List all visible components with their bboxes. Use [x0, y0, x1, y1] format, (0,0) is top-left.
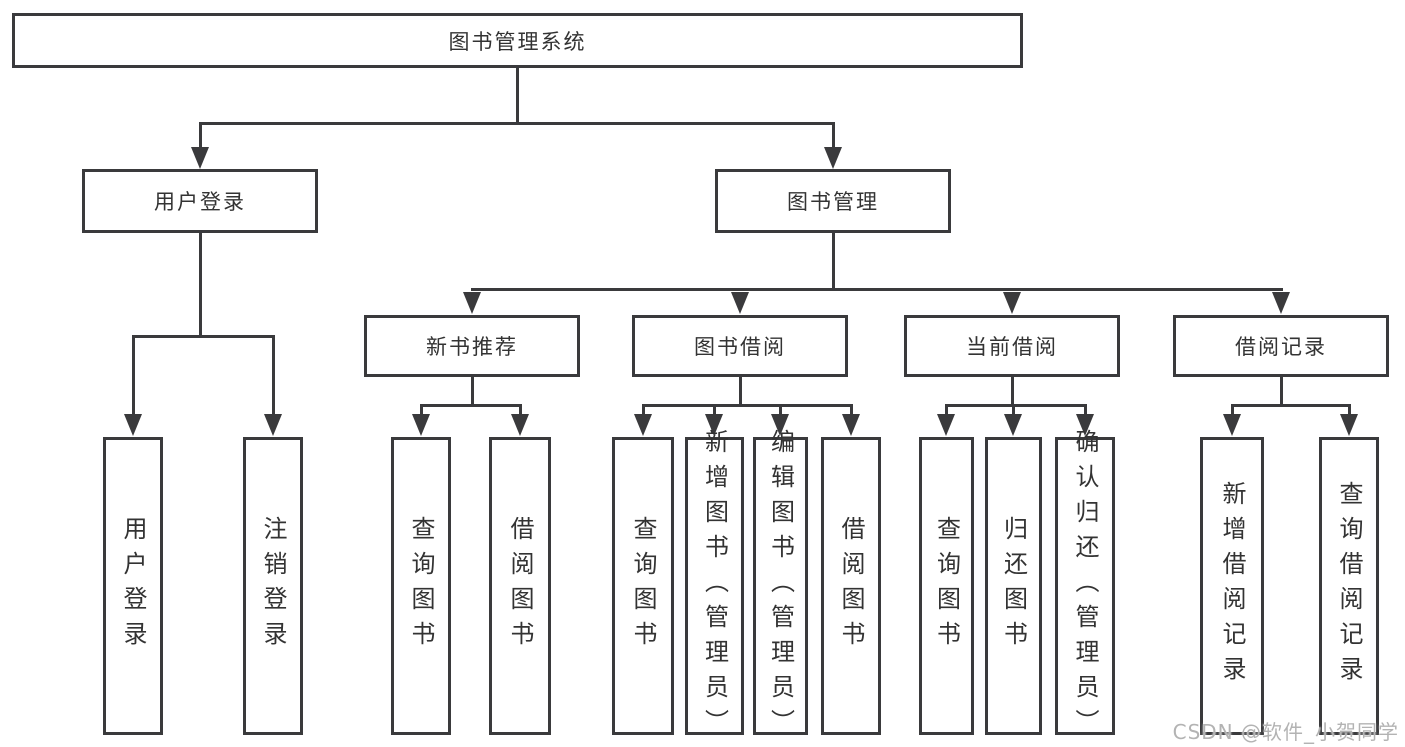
arrow-head [264, 414, 282, 436]
connector-line [1231, 404, 1234, 415]
node-leaf-edit-books-admin: 编辑图书（管理员） [753, 429, 808, 744]
node-book-borrowing: 图书借阅 [632, 315, 848, 377]
node-leaf-confirm-return-admin: 确认归还（管理员） [1055, 429, 1115, 744]
arrow-head [1076, 414, 1094, 436]
arrow-head [191, 147, 209, 169]
node-new-book-recommend: 新书推荐 [364, 315, 580, 377]
connector-line [1280, 377, 1283, 404]
node-library-system: 图书管理系统 [12, 13, 1023, 68]
connector-line [199, 122, 835, 125]
node-label: 借阅图书 [506, 516, 534, 656]
connector-line [779, 404, 782, 415]
connector-line [1348, 404, 1351, 415]
arrow-head [463, 292, 481, 314]
node-label: 新书推荐 [426, 335, 518, 359]
connector-line [519, 404, 522, 415]
node-label: 归还图书 [999, 516, 1028, 656]
connector-line [1011, 377, 1014, 404]
connector-line [132, 335, 135, 415]
node-label: 确认归还（管理员） [1071, 428, 1099, 744]
connector-line [1084, 404, 1087, 415]
node-current-borrowing: 当前借阅 [904, 315, 1120, 377]
node-label: 用户登录 [119, 516, 147, 656]
arrow-head [937, 414, 955, 436]
node-label: 图书管理系统 [448, 29, 587, 54]
node-leaf-add-books-admin: 新增图书（管理员） [685, 429, 744, 744]
node-leaf-borrow-books-1: 借阅图书 [489, 437, 551, 735]
connector-line [832, 233, 835, 288]
node-leaf-borrow-books-2: 借阅图书 [821, 437, 881, 735]
arrow-head [1223, 414, 1241, 436]
connector-line [850, 404, 853, 415]
arrow-head [731, 292, 749, 314]
arrow-head [511, 414, 529, 436]
node-label: 编辑图书（管理员） [766, 428, 795, 744]
node-book-management: 图书管理 [715, 169, 951, 233]
arrow-head [634, 414, 652, 436]
connector-line [272, 335, 275, 415]
connector-line [1012, 404, 1015, 415]
connector-line [713, 404, 716, 415]
node-label: 新增图书（管理员） [700, 428, 729, 744]
arrow-head [124, 414, 142, 436]
arrow-head [771, 414, 789, 436]
node-label: 图书管理 [787, 190, 879, 214]
connector-line [945, 404, 1087, 407]
arrow-head [1340, 414, 1358, 436]
connector-line [739, 377, 742, 404]
node-borrowing-records: 借阅记录 [1173, 315, 1389, 377]
node-label: 查询借阅记录 [1335, 481, 1363, 691]
arrow-head [705, 414, 723, 436]
node-label: 借阅图书 [837, 516, 865, 656]
connector-line [199, 233, 202, 335]
node-leaf-logout: 注销登录 [243, 437, 303, 735]
node-leaf-query-books-1: 查询图书 [391, 437, 451, 735]
node-leaf-add-borrow-record: 新增借阅记录 [1200, 437, 1264, 735]
node-label: 注销登录 [259, 516, 287, 656]
arrow-head [1272, 292, 1290, 314]
node-label: 新增借阅记录 [1218, 481, 1246, 691]
node-leaf-query-books-3: 查询图书 [919, 437, 974, 735]
arrow-head [1004, 414, 1022, 436]
connector-line [420, 404, 423, 415]
connector-line [420, 404, 522, 407]
arrow-head [824, 147, 842, 169]
watermark: CSDN @软件_小贺同学 [1172, 720, 1399, 744]
node-leaf-query-books-2: 查询图书 [612, 437, 674, 735]
arrow-head [412, 414, 430, 436]
connector-line [471, 288, 1283, 291]
connector-line [1231, 404, 1351, 407]
connector-line [516, 68, 519, 122]
node-label: 图书借阅 [694, 335, 786, 359]
arrow-head [1003, 292, 1021, 314]
connector-line [132, 335, 275, 338]
connector-line [642, 404, 645, 415]
arrow-head [842, 414, 860, 436]
node-user-login: 用户登录 [82, 169, 318, 233]
node-label: 查询图书 [407, 516, 435, 656]
node-leaf-user-login: 用户登录 [103, 437, 163, 735]
connector-line [199, 122, 202, 147]
node-label: 借阅记录 [1235, 335, 1327, 359]
node-leaf-query-borrow-record: 查询借阅记录 [1319, 437, 1379, 735]
node-label: 用户登录 [154, 190, 246, 214]
node-label: 当前借阅 [966, 335, 1058, 359]
connector-line [471, 377, 474, 404]
node-label: 查询图书 [629, 516, 657, 656]
node-label: 查询图书 [932, 516, 961, 656]
connector-line [642, 404, 852, 407]
connector-line [832, 122, 835, 147]
node-leaf-return-books: 归还图书 [985, 437, 1042, 735]
connector-line [945, 404, 948, 415]
